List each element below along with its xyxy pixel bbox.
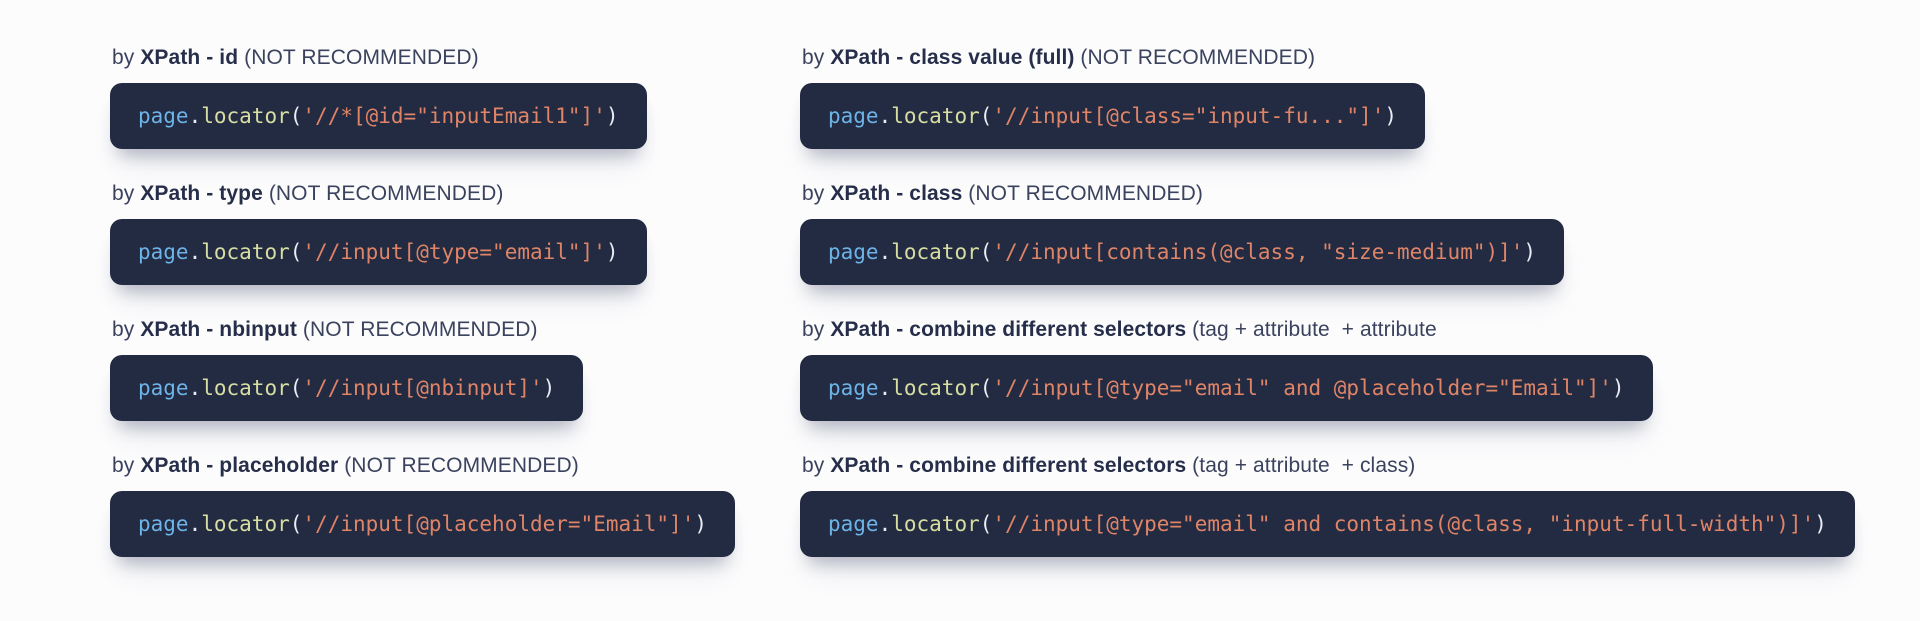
code-object: page (138, 240, 189, 264)
label-prefix: by (802, 454, 831, 477)
code-open-paren: ( (979, 376, 993, 400)
xpath-example-type: by XPath - type (NOT RECOMMENDED) page.l… (110, 182, 735, 285)
label-note: (NOT RECOMMENDED) (296, 318, 538, 341)
code-method: locator (201, 376, 290, 400)
label-note: (NOT RECOMMENDED) (1074, 46, 1316, 69)
code-close-paren: ) (1384, 104, 1397, 128)
code-close-paren: ) (605, 240, 619, 264)
code-close-paren: ) (1611, 376, 1625, 400)
code-open-paren: ( (979, 240, 993, 264)
code-xpath-string: '//*[@id="inputEmail1"]' (302, 104, 606, 128)
code-dot: . (878, 240, 892, 264)
code-close-paren: ) (1814, 512, 1827, 536)
code-method: locator (891, 512, 980, 536)
example-label: by XPath - nbinput (NOT RECOMMENDED) (112, 318, 733, 342)
code-xpath-string: '//input[@type="email"]' (302, 240, 606, 264)
code-snippet: page.locator('//input[@type="email" and … (800, 355, 1653, 421)
code-snippet: page.locator('//input[@nbinput]') (110, 355, 584, 421)
label-selector-name: XPath - nbinput (140, 318, 297, 341)
code-dot: . (188, 104, 202, 128)
column-right: by XPath - class value (full) (NOT RECOM… (800, 46, 1855, 590)
xpath-example-class: by XPath - class (NOT RECOMMENDED) page.… (800, 182, 1855, 285)
example-label: by XPath - type (NOT RECOMMENDED) (112, 182, 733, 206)
label-selector-name: XPath - class (830, 182, 963, 205)
code-object: page (828, 240, 879, 264)
example-label: by XPath - class value (full) (NOT RECOM… (802, 46, 1853, 70)
code-object: page (828, 512, 879, 536)
code-dot: . (878, 512, 892, 536)
label-selector-name: XPath - placeholder (140, 454, 339, 477)
code-dot: . (188, 512, 202, 536)
xpath-example-combine-attr-class: by XPath - combine different selectors (… (800, 454, 1855, 557)
code-method: locator (201, 104, 290, 128)
code-dot: . (878, 376, 892, 400)
xpath-example-class-value-full: by XPath - class value (full) (NOT RECOM… (800, 46, 1855, 149)
code-snippet: page.locator('//input[@type="email" and … (800, 491, 1855, 557)
code-snippet: page.locator('//input[@placeholder="Emai… (110, 491, 735, 557)
code-object: page (828, 104, 879, 128)
code-method: locator (891, 240, 980, 264)
example-label: by XPath - placeholder (NOT RECOMMENDED) (112, 454, 733, 478)
code-xpath-string: '//input[@class="input-fu..."]' (992, 104, 1385, 128)
xpath-example-placeholder: by XPath - placeholder (NOT RECOMMENDED)… (110, 454, 735, 557)
code-open-paren: ( (289, 512, 303, 536)
code-xpath-string: '//input[contains(@class, "size-medium")… (992, 240, 1524, 264)
label-note: (NOT RECOMMENDED) (262, 182, 504, 205)
code-xpath-string: '//input[@type="email" and @placeholder=… (992, 376, 1612, 400)
example-label: by XPath - combine different selectors (… (802, 318, 1853, 342)
code-close-paren: ) (694, 512, 707, 536)
xpath-example-id: by XPath - id (NOT RECOMMENDED) page.loc… (110, 46, 735, 149)
code-snippet: page.locator('//input[contains(@class, "… (800, 219, 1565, 285)
label-note: (NOT RECOMMENDED) (962, 182, 1203, 205)
code-open-paren: ( (289, 104, 303, 128)
code-snippet: page.locator('//*[@id="inputEmail1"]') (110, 83, 647, 149)
code-method: locator (201, 512, 290, 536)
code-open-paren: ( (289, 376, 303, 400)
label-prefix: by (112, 318, 141, 341)
label-prefix: by (802, 46, 831, 69)
code-object: page (138, 376, 189, 400)
label-note: (tag + attribute + attribute (1186, 318, 1437, 341)
label-selector-name: XPath - id (140, 46, 239, 69)
label-prefix: by (112, 182, 141, 205)
label-prefix: by (802, 182, 831, 205)
code-close-paren: ) (1523, 240, 1537, 264)
code-xpath-string: '//input[@type="email" and contains(@cla… (992, 512, 1815, 536)
code-snippet: page.locator('//input[@type="email"]') (110, 219, 647, 285)
column-left: by XPath - id (NOT RECOMMENDED) page.loc… (110, 46, 735, 590)
code-dot: . (188, 376, 202, 400)
label-note: (NOT RECOMMENDED) (338, 454, 579, 477)
label-selector-name: XPath - class value (full) (830, 46, 1075, 69)
xpath-example-nbinput: by XPath - nbinput (NOT RECOMMENDED) pag… (110, 318, 735, 421)
label-note: (NOT RECOMMENDED) (238, 46, 479, 69)
code-close-paren: ) (605, 104, 619, 128)
code-method: locator (891, 376, 980, 400)
code-open-paren: ( (289, 240, 303, 264)
label-prefix: by (112, 454, 141, 477)
code-object: page (138, 512, 189, 536)
code-xpath-string: '//input[@nbinput]' (302, 376, 543, 400)
code-open-paren: ( (979, 104, 993, 128)
code-xpath-string: '//input[@placeholder="Email"]' (302, 512, 695, 536)
example-label: by XPath - id (NOT RECOMMENDED) (112, 46, 733, 70)
label-selector-name: XPath - combine different selectors (830, 318, 1187, 341)
code-snippet: page.locator('//input[@class="input-fu..… (800, 83, 1425, 149)
code-dot: . (878, 104, 892, 128)
code-object: page (138, 104, 189, 128)
label-selector-name: XPath - combine different selectors (830, 454, 1187, 477)
label-prefix: by (112, 46, 141, 69)
code-method: locator (891, 104, 980, 128)
code-method: locator (201, 240, 290, 264)
label-selector-name: XPath - type (140, 182, 263, 205)
label-prefix: by (802, 318, 831, 341)
example-label: by XPath - class (NOT RECOMMENDED) (802, 182, 1853, 206)
code-dot: . (188, 240, 202, 264)
code-close-paren: ) (542, 376, 556, 400)
example-label: by XPath - combine different selectors (… (802, 454, 1853, 478)
xpath-example-combine-attr-attr: by XPath - combine different selectors (… (800, 318, 1855, 421)
code-open-paren: ( (979, 512, 993, 536)
code-object: page (828, 376, 879, 400)
label-note: (tag + attribute + class) (1186, 454, 1416, 477)
